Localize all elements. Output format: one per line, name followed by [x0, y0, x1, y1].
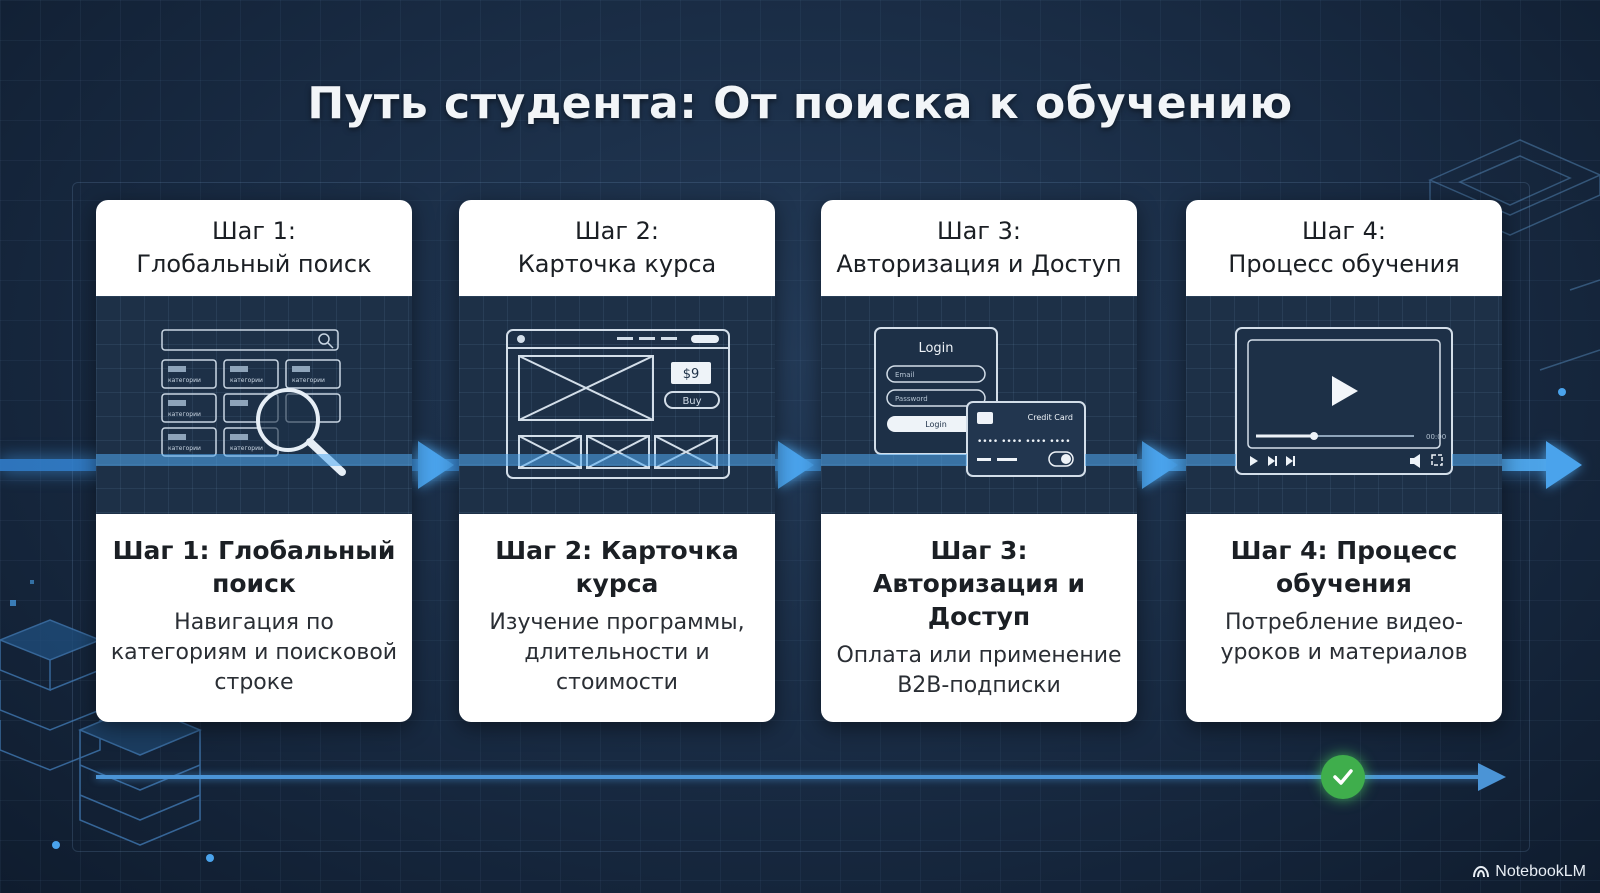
step-card-body: Шаг 1: Глобальный поиск Навигация по кат…	[96, 514, 412, 698]
category-label: категории	[292, 377, 325, 384]
step-title: Глобальный поиск	[136, 250, 372, 278]
brand-name: NotebookLM	[1495, 863, 1586, 880]
step-card-body: Шаг 4: Процесс обучения Потребление виде…	[1186, 514, 1502, 668]
content-frame	[72, 182, 1530, 852]
step-subtitle: Шаг 2: Карточка курса	[495, 536, 739, 598]
buy-button: Buy	[682, 396, 701, 407]
login-button: Login	[925, 420, 947, 429]
step-title: Карточка курса	[517, 250, 717, 278]
step-description: Потребление видео-уроков и материалов	[1220, 610, 1468, 665]
step-subtitle: Шаг 3: Авторизация и Доступ	[873, 536, 1085, 631]
step-card-header: Шаг 3: Авторизация и Доступ	[821, 200, 1137, 296]
step-card-header: Шаг 1: Глобальный поиск	[96, 200, 412, 296]
course-card-icon: $9 Buy	[459, 296, 775, 514]
category-label: категории	[168, 411, 201, 418]
progress-timeline	[96, 775, 1486, 779]
category-label: категории	[230, 377, 263, 384]
step-card-1: Шаг 1: Глобальный поиск к	[96, 200, 412, 722]
credit-card-title: Credit Card	[1028, 413, 1073, 422]
step-description: Изучение программы, длительности и стоим…	[489, 610, 745, 695]
email-field: Email	[895, 371, 914, 379]
step-card-2: Шаг 2: Карточка курса $9	[459, 200, 775, 722]
timeline-arrow-icon	[1478, 763, 1506, 791]
server-stack-decoration	[0, 580, 214, 862]
step-card-header: Шаг 2: Карточка курса	[459, 200, 775, 296]
video-time: 00:00	[1426, 433, 1446, 441]
step-number: Шаг 1:	[212, 217, 296, 245]
play-icon	[1332, 376, 1358, 406]
login-title: Login	[918, 341, 953, 356]
password-field: Password	[895, 395, 928, 403]
price-tag: $9	[683, 367, 700, 382]
card-number: •••• •••• •••• ••••	[977, 437, 1071, 447]
category-label: категории	[168, 445, 201, 452]
search-catalog-icon: категории категории категории категории …	[96, 296, 412, 514]
category-label: категории	[230, 445, 263, 452]
flow-arrow-icon	[418, 441, 454, 489]
step-title: Процесс обучения	[1228, 250, 1460, 278]
page-title: Путь студента: От поиска к обучению	[307, 78, 1293, 129]
step-card-3: Шаг 3: Авторизация и Доступ Login Email …	[821, 200, 1137, 722]
notebooklm-icon	[1473, 866, 1490, 878]
step-title: Авторизация и Доступ	[836, 250, 1122, 278]
step-description: Навигация по категориям и поисковой стро…	[110, 610, 398, 695]
step-card-body: Шаг 2: Карточка курса Изучение программы…	[459, 514, 775, 698]
check-icon	[1321, 755, 1365, 799]
step-subtitle: Шаг 4: Процесс обучения	[1230, 536, 1458, 598]
step-number: Шаг 2:	[575, 217, 659, 245]
step-number: Шаг 4:	[1302, 217, 1386, 245]
flow-arrow-icon	[1546, 441, 1582, 489]
step-number: Шаг 3:	[937, 217, 1021, 245]
step-card-4: Шаг 4: Процесс обучения 00:00 Шаг 4: Про…	[1186, 200, 1502, 722]
login-payment-icon: Login Email Password Login Credit Card •…	[821, 296, 1137, 514]
category-label: категории	[168, 377, 201, 384]
step-card-header: Шаг 4: Процесс обучения	[1186, 200, 1502, 296]
step-description: Оплата или применение B2B-подписки	[836, 643, 1122, 698]
flow-arrow-icon	[778, 441, 814, 489]
step-card-body: Шаг 3: Авторизация и Доступ Оплата или п…	[821, 514, 1137, 701]
step-subtitle: Шаг 1: Глобальный поиск	[112, 536, 396, 598]
flow-arrow-icon	[1142, 441, 1178, 489]
brand-logo: NotebookLM	[1473, 863, 1586, 881]
video-player-icon: 00:00	[1186, 296, 1502, 514]
